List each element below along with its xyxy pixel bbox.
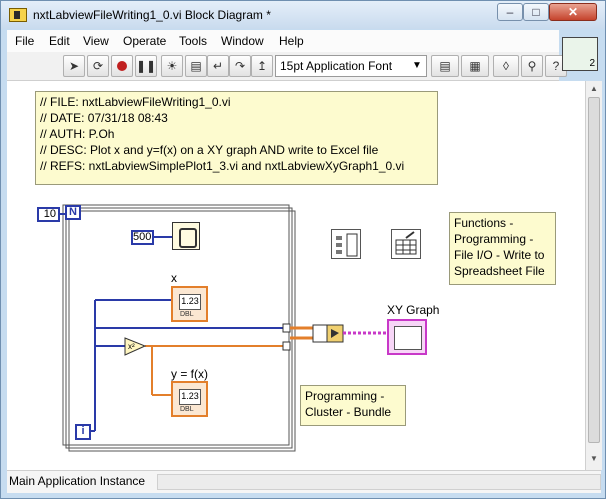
functions-note[interactable]: Functions - Programming - File I/O - Wri… (449, 212, 556, 285)
horizontal-scrollbar[interactable] (157, 474, 601, 490)
maximize-button[interactable]: □ (523, 3, 549, 21)
loop-count-terminal[interactable]: N (65, 205, 81, 220)
indicator-x-type: DBL (180, 311, 194, 318)
indicator-x[interactable]: 1.23 DBL (171, 286, 208, 322)
reorder-icon[interactable]: ◊ (493, 55, 519, 77)
distribute-objects-icon[interactable]: ▦ (461, 55, 489, 77)
svg-text:x²: x² (128, 342, 135, 351)
menu-window[interactable]: Window (221, 34, 264, 48)
diagram-wires: x² (60, 204, 387, 452)
menu-tools[interactable]: Tools (179, 34, 208, 48)
scroll-down-icon[interactable]: ▼ (590, 454, 598, 463)
title-bar[interactable]: nxtLabviewFileWriting1_0.vi Block Diagra… (1, 1, 605, 29)
step-into-icon[interactable]: ↵ (207, 55, 229, 77)
write-spreadsheet-palette-icon[interactable] (391, 229, 421, 259)
scroll-up-icon[interactable]: ▲ (590, 84, 598, 93)
menu-edit[interactable]: Edit (49, 34, 70, 48)
labview-app-icon (9, 8, 27, 22)
indicator-y-type: DBL (180, 406, 194, 413)
loop-count-constant[interactable]: 10 (37, 207, 60, 222)
header-comment[interactable]: // FILE: nxtLabviewFileWriting1_0.vi // … (35, 91, 438, 185)
chevron-down-icon: ▼ (412, 60, 422, 71)
indicator-x-value: 1.23 (179, 294, 201, 310)
wait-ms-icon[interactable] (172, 222, 200, 250)
menu-operate[interactable]: Operate (123, 34, 167, 48)
pause-icon[interactable]: ❚❚ (135, 55, 157, 77)
tunnel-y[interactable] (282, 341, 291, 351)
vi-icon-number: 2 (589, 58, 595, 69)
bundle-note[interactable]: Programming - Cluster - Bundle (300, 385, 406, 426)
run-arrow-icon[interactable]: ➤ (63, 55, 85, 77)
application-instance: Main Application Instance (9, 474, 146, 488)
vertical-scroll-thumb[interactable] (588, 97, 600, 443)
vertical-scrollbar[interactable]: ▲ ▼ (585, 81, 602, 470)
bundle-palette-icon[interactable] (331, 229, 361, 259)
square-function-icon[interactable] (124, 337, 147, 356)
tunnel-x[interactable] (282, 323, 291, 333)
font-select-value: 15pt Application Font (280, 59, 393, 73)
window-title: nxtLabviewFileWriting1_0.vi Block Diagra… (33, 8, 271, 22)
search-icon[interactable]: ⚲ (521, 55, 543, 77)
abort-icon[interactable] (111, 55, 133, 77)
indicator-y-value: 1.23 (179, 389, 201, 405)
highlight-execution-icon[interactable]: ☀ (161, 55, 183, 77)
graph-icon (394, 326, 422, 350)
xy-graph-terminal[interactable] (387, 319, 427, 355)
bundle-node[interactable] (312, 324, 328, 343)
block-diagram-canvas[interactable]: // FILE: nxtLabviewFileWriting1_0.vi // … (7, 81, 585, 470)
vi-connector-icon[interactable]: 2 (562, 37, 598, 71)
font-select[interactable]: 15pt Application Font ▼ (275, 55, 427, 77)
status-bar: Main Application Instance (7, 470, 601, 493)
indicator-x-label: x (171, 271, 177, 285)
wait-ms-constant[interactable]: 500 (131, 230, 154, 245)
menu-view[interactable]: View (83, 34, 109, 48)
close-button[interactable]: ✕ (549, 3, 597, 21)
align-objects-icon[interactable]: ▤ (431, 55, 459, 77)
menu-bar: File Edit View Operate Tools Window Help (7, 30, 559, 53)
indicator-y-label: y = f(x) (171, 367, 209, 381)
retain-wire-values-icon[interactable]: ▤ (185, 55, 207, 77)
toolbar: ➤ ⟳ ❚❚ ☀ ▤ ↵ ↷ ↥ 15pt Application Font ▼… (7, 52, 567, 81)
indicator-y[interactable]: 1.23 DBL (171, 381, 208, 417)
loop-iteration-terminal[interactable]: i (75, 424, 91, 440)
step-over-icon[interactable]: ↷ (229, 55, 251, 77)
minimize-button[interactable]: – (497, 3, 523, 21)
menu-file[interactable]: File (15, 34, 35, 48)
menu-help[interactable]: Help (279, 34, 304, 48)
step-out-icon[interactable]: ↥ (251, 55, 273, 77)
run-continuously-icon[interactable]: ⟳ (87, 55, 109, 77)
xy-graph-label: XY Graph (387, 303, 440, 317)
